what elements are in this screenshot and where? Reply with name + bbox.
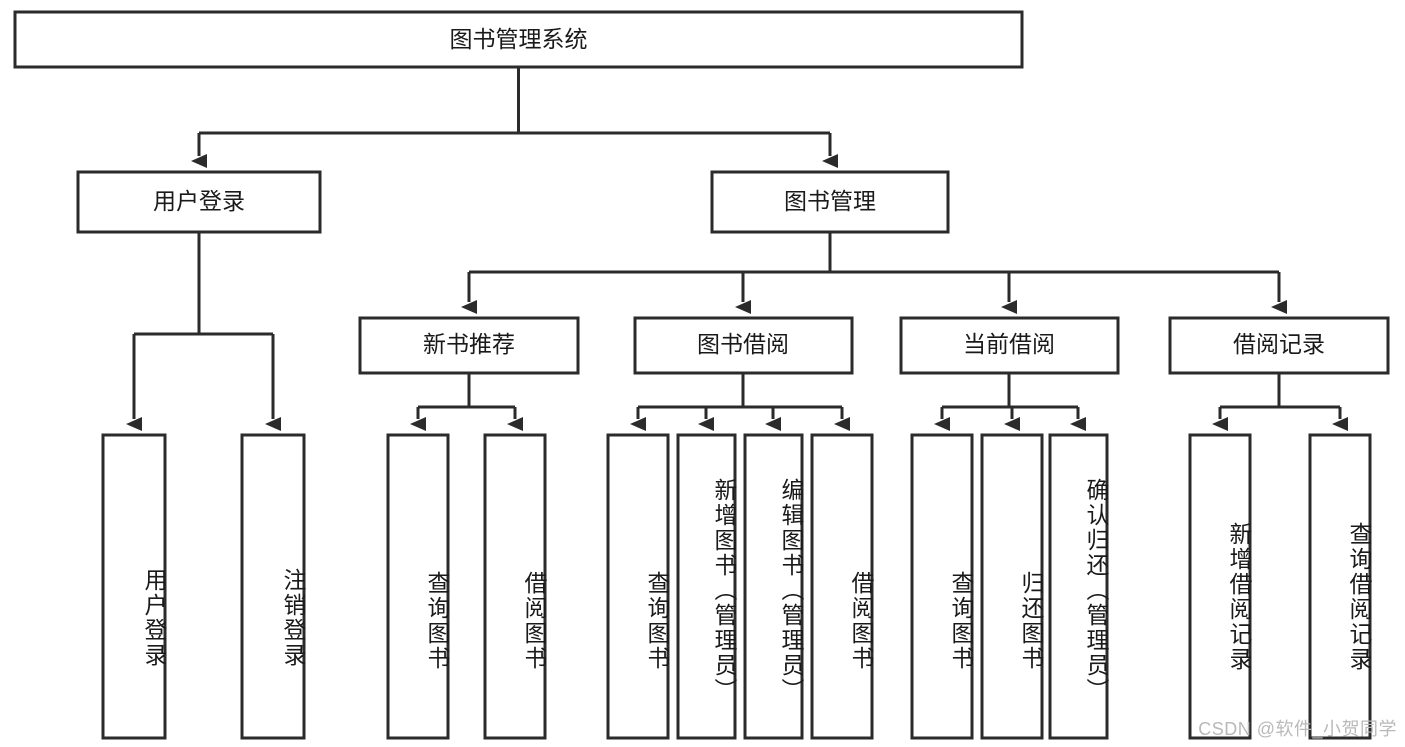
node-user-login-label: 用户登录 [153,188,245,214]
node-root-label: 图书管理系统 [450,26,588,52]
leaf-box-return-book[interactable] [980,433,1044,740]
leaf-box-add-book[interactable] [676,433,737,740]
leaf-box-query-book-2[interactable] [606,433,670,740]
node-book-manage-box [710,170,950,234]
node-root[interactable]: 图书管理系统 [13,10,1024,69]
connector-group-new-book-recommend [410,373,523,431]
connector-group-current-borrow [934,373,1086,431]
leaf-box-logout-login[interactable] [240,433,306,740]
leaf-box-borrow-book-1[interactable] [483,433,547,740]
node-current-borrow-label: 当前借阅 [963,331,1055,357]
leaf-box-query-book-1[interactable] [386,433,450,740]
node-new-book-recommend[interactable]: 新书推荐 [358,316,580,375]
node-new-book-recommend-label: 新书推荐 [423,331,515,357]
leaf-box-confirm-return[interactable] [1048,433,1109,740]
connector-group-borrow-record [1212,373,1348,431]
leaf-box-edit-book[interactable] [743,433,804,740]
node-new-book-recommend-box [358,316,580,375]
node-user-login[interactable]: 用户登录 [76,170,322,234]
csdn-watermark: CSDN @软件_小贺同学 [1198,719,1397,739]
leaf-box-add-record[interactable] [1188,433,1252,740]
node-book-borrow-label: 图书借阅 [697,331,789,357]
connector-group-root [191,67,838,168]
leaf-box-group [101,433,1372,740]
node-root-box [13,10,1024,69]
leaf-box-user-login[interactable] [101,433,167,740]
node-book-borrow-box [633,316,854,375]
node-borrow-record-label: 借阅记录 [1233,331,1325,357]
leaf-box-query-book-3[interactable] [910,433,974,740]
node-book-borrow[interactable]: 图书借阅 [633,316,854,375]
connector-group-user-login [126,232,281,431]
connector-group-book-borrow [630,373,850,431]
node-current-borrow-box [899,316,1120,375]
node-book-manage[interactable]: 图书管理 [710,170,950,234]
node-borrow-record[interactable]: 借阅记录 [1168,316,1390,375]
node-user-login-box [76,170,322,234]
node-borrow-record-box [1168,316,1390,375]
leaf-box-borrow-book-2[interactable] [810,433,874,740]
node-book-manage-label: 图书管理 [784,188,876,214]
node-current-borrow[interactable]: 当前借阅 [899,316,1120,375]
leaf-box-query-record[interactable] [1308,433,1372,740]
connector-group-book-manage [461,232,1287,314]
